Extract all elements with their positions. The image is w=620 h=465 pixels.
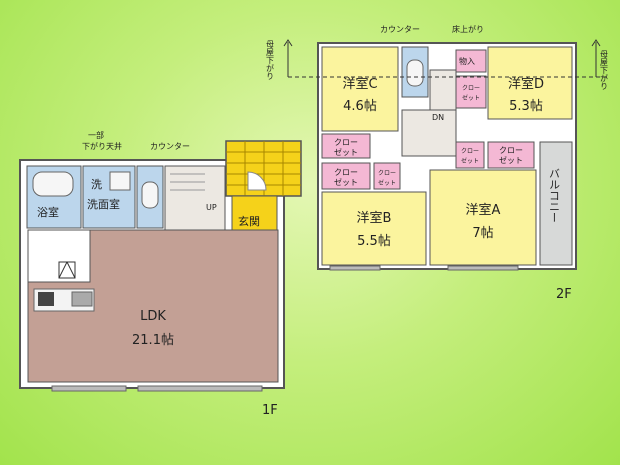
ldk-name: LDK [140, 309, 166, 324]
storage-label: 物入 [459, 56, 475, 66]
room-a-name: 洋室A [466, 202, 501, 218]
window-b [329, 265, 381, 271]
closet-a-small [455, 141, 485, 169]
bath-label: 浴室 [37, 205, 59, 219]
room-d [487, 46, 573, 120]
room-b-size: 5.5帖 [357, 234, 391, 249]
closet-d-line1: クロー [462, 85, 480, 92]
refrigerator-space [58, 261, 76, 279]
counter-note-1f: カウンター [150, 142, 190, 151]
kitchen-counter [27, 229, 91, 283]
closet-as-line2: ゼット [461, 157, 479, 165]
closet-c-line1: クロー [334, 138, 358, 147]
storage-2f [455, 49, 487, 73]
closet-d [455, 75, 487, 109]
hall-2f [401, 109, 457, 157]
floor-2f-label: 2F [556, 287, 572, 302]
room-b-name: 洋室B [357, 210, 392, 226]
room-a-size: 7帖 [472, 226, 493, 241]
closet-b-small [373, 162, 401, 190]
closet-b-line1: クロー [334, 168, 358, 177]
closet-c [321, 133, 371, 159]
closet-bs-line2: ゼット [378, 179, 396, 187]
stove [38, 292, 54, 306]
washroom [82, 165, 136, 229]
wash-char: 洗 [91, 178, 102, 191]
up-label: UP [206, 203, 217, 212]
ldk-window-left [51, 385, 127, 392]
stair-2f [429, 69, 457, 111]
bathtub [32, 171, 74, 197]
counter-note-2f: カウンター [380, 25, 420, 34]
room-d-name: 洋室D [508, 76, 544, 92]
ldk-size: 21.1帖 [132, 333, 174, 348]
closet-a-line1: クロー [499, 146, 523, 155]
room-c [321, 46, 399, 132]
room-b [321, 191, 427, 266]
wash-basin [109, 171, 131, 191]
ceiling-note-1: 一部 [88, 130, 104, 140]
toilet-2f-fixture [406, 59, 424, 87]
washroom-label: 洗面室 [87, 197, 120, 211]
eave-label-right: 母屋下がり [600, 50, 609, 90]
room-c-name: 洋室C [342, 76, 377, 92]
closet-d-line2: ゼット [462, 94, 480, 102]
balcony [539, 141, 573, 266]
closet-a [487, 141, 535, 169]
room-d-size: 5.3帖 [509, 99, 543, 114]
balcony-label: バルコニー [548, 168, 561, 223]
closet-b-line2: ゼット [334, 177, 358, 187]
raised-floor-note: 床上がり [452, 24, 484, 34]
closet-c-line2: ゼット [334, 147, 358, 157]
ceiling-note-2: 下がり天井 [82, 141, 122, 151]
window-a [447, 265, 519, 271]
closet-b [321, 162, 371, 190]
floor-2f-plan [283, 39, 608, 271]
closet-as-line1: クロー [461, 148, 479, 155]
dn-label: DN [432, 113, 444, 122]
closet-a-line2: ゼット [499, 155, 523, 165]
toilet [141, 181, 159, 209]
closet-bs-line1: クロー [378, 170, 396, 177]
entrance-label: 玄関 [238, 214, 260, 228]
ldk-window-right [137, 385, 263, 392]
floor-1f-plan [19, 140, 302, 392]
eave-label-left: 母屋下がり [266, 40, 275, 80]
sink [71, 291, 93, 307]
floor-1f-label: 1F [262, 403, 278, 418]
room-a [429, 169, 537, 266]
room-c-size: 4.6帖 [343, 99, 377, 114]
entrance-door-swing [247, 171, 267, 191]
